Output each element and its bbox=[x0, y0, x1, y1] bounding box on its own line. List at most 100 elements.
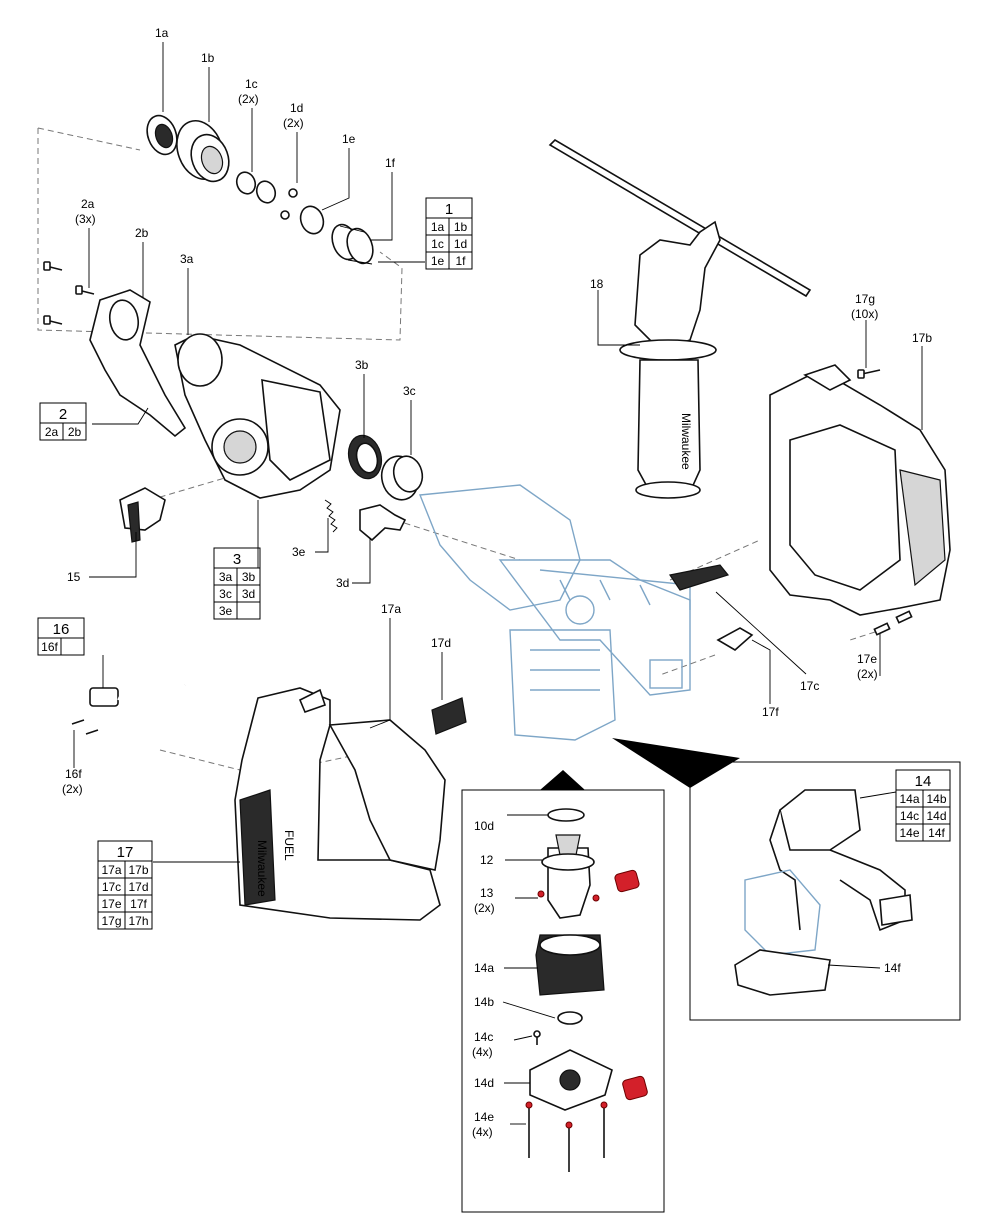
kit-table-17: 17 17a 17b 17c 17d 17e 17f 17g 17h bbox=[97, 840, 153, 930]
kit-table-17-cell: 17g bbox=[101, 914, 121, 928]
label-17c: 17c bbox=[800, 679, 819, 693]
label-10d: 10d bbox=[474, 819, 494, 833]
part-14b-bearing bbox=[557, 1011, 583, 1025]
kit-table-3-title: 3 bbox=[233, 551, 241, 568]
part-labels: 1a 1b 1c (2x) 1d (2x) 1e 1f 2a (3x) 2b 3… bbox=[62, 26, 932, 1139]
label-1e: 1e bbox=[342, 132, 356, 146]
part-3d-lever bbox=[359, 504, 407, 542]
label-15: 15 bbox=[67, 570, 81, 584]
part-17f-clip bbox=[716, 627, 754, 651]
label-1d-qty: (2x) bbox=[283, 116, 304, 130]
kit-table-16-cell: 16f bbox=[41, 640, 58, 654]
part-17e-pins bbox=[873, 610, 913, 636]
label-14c: 14c bbox=[474, 1030, 493, 1044]
label-13-qty: (2x) bbox=[474, 901, 495, 915]
kit-table-14: 14 14a 14b 14c 14d 14e 14f bbox=[895, 769, 951, 842]
kit-table-1-cell: 1a bbox=[431, 220, 445, 234]
label-1b: 1b bbox=[201, 51, 215, 65]
kit-table-14-cell: 14c bbox=[900, 809, 919, 823]
kit-table-14-cell: 14f bbox=[928, 826, 945, 840]
kit-table-3: 3 3a 3b 3c 3d 3e bbox=[213, 547, 261, 620]
motor-detail-frame bbox=[461, 789, 665, 1213]
label-17g-qty: (10x) bbox=[851, 307, 878, 321]
label-3b: 3b bbox=[355, 358, 369, 372]
part-1d-ball bbox=[280, 188, 298, 220]
kit-table-14-cell: 14b bbox=[926, 792, 946, 806]
kit-table-17-title: 17 bbox=[117, 844, 134, 861]
part-1b-collar bbox=[176, 120, 230, 183]
kit-table-3-cell: 3c bbox=[219, 587, 232, 601]
label-16f: 16f bbox=[65, 767, 82, 781]
part-14d-red-fastener bbox=[622, 1075, 648, 1101]
label-12: 12 bbox=[480, 853, 494, 867]
label-3c: 3c bbox=[403, 384, 416, 398]
kit-table-1-title: 1 bbox=[445, 201, 453, 218]
label-2a-qty: (3x) bbox=[75, 212, 96, 226]
kit-table-14-title: 14 bbox=[915, 773, 932, 790]
label-3e: 3e bbox=[292, 545, 306, 559]
kit-table-17-cell: 17d bbox=[128, 880, 148, 894]
label-14d: 14d bbox=[474, 1076, 494, 1090]
kit-table-2-cell: 2a bbox=[45, 425, 59, 439]
kit-table-1-cell: 1c bbox=[431, 237, 444, 251]
label-14b: 14b bbox=[474, 995, 494, 1009]
label-2a: 2a bbox=[81, 197, 95, 211]
label-16f-qty: (2x) bbox=[62, 782, 83, 796]
label-1a: 1a bbox=[155, 26, 169, 40]
part-3e-spring bbox=[324, 499, 338, 533]
kit-table-1: 1 1a 1b 1c 1d 1e 1f bbox=[425, 197, 473, 270]
housing-fuel-logo: FUEL bbox=[282, 830, 296, 861]
label-17a: 17a bbox=[381, 602, 401, 616]
kit-table-17-cell: 17e bbox=[101, 897, 121, 911]
part-17d-label-plate bbox=[431, 697, 467, 735]
kit-table-16: 16 16f bbox=[37, 617, 85, 656]
part-12-armature bbox=[541, 834, 595, 919]
kit-table-3-cell: 3b bbox=[242, 570, 256, 584]
part-2a-screws bbox=[43, 261, 95, 325]
part-18-side-handle: Milwaukee bbox=[548, 138, 812, 499]
kit-table-14-cell: 14d bbox=[926, 809, 946, 823]
kit-table-16-title: 16 bbox=[53, 621, 70, 638]
part-14e-long-screws bbox=[525, 1101, 608, 1172]
kit-table-1-cell: 1e bbox=[431, 254, 445, 268]
kit-table-17-cell: 17f bbox=[130, 897, 147, 911]
kit-table-14-cell: 14e bbox=[899, 826, 919, 840]
label-17b: 17b bbox=[912, 331, 932, 345]
part-1f-spring bbox=[331, 223, 374, 265]
kit-table-1-cell: 1d bbox=[454, 237, 467, 251]
electronics-detail-frame bbox=[689, 761, 961, 1021]
part-1a-seal bbox=[146, 114, 178, 156]
label-17f: 17f bbox=[762, 705, 779, 719]
part-3b-seal-ring bbox=[347, 434, 383, 480]
kit-table-17-cell: 17a bbox=[101, 863, 121, 877]
kit-table-14-cell: 14a bbox=[899, 792, 919, 806]
label-1c: 1c bbox=[245, 77, 258, 91]
label-14e: 14e bbox=[474, 1110, 494, 1124]
part-1e-ring bbox=[299, 205, 325, 235]
part-16f-screws bbox=[71, 719, 99, 735]
handle-brand-logo: Milwaukee bbox=[679, 413, 693, 470]
part-2b-front-cover bbox=[89, 289, 187, 438]
label-2b: 2b bbox=[135, 226, 149, 240]
internal-mechanism-ghost bbox=[419, 484, 691, 741]
part-17c-switch-bracket bbox=[669, 564, 730, 591]
part-3c-bushing bbox=[380, 455, 424, 501]
label-14a: 14a bbox=[474, 961, 494, 975]
label-1c-qty: (2x) bbox=[238, 92, 259, 106]
kit-table-3-cell: 3d bbox=[242, 587, 255, 601]
label-14e-qty: (4x) bbox=[472, 1125, 493, 1139]
label-1f: 1f bbox=[385, 156, 396, 170]
kit-table-1-cell: 1f bbox=[455, 254, 466, 268]
detail-callout-triangles bbox=[540, 738, 740, 790]
label-3a: 3a bbox=[180, 252, 194, 266]
kit-table-3-cell: 3e bbox=[219, 604, 233, 618]
label-1d: 1d bbox=[290, 101, 303, 115]
label-17g: 17g bbox=[855, 292, 875, 306]
part-14c-screw bbox=[533, 1030, 541, 1045]
label-14f: 14f bbox=[884, 961, 901, 975]
part-14a-stator bbox=[535, 934, 605, 996]
kit-table-1-cell: 1b bbox=[454, 220, 468, 234]
part-17a-main-housing: Milwaukee FUEL bbox=[234, 687, 446, 921]
label-13: 13 bbox=[480, 886, 494, 900]
